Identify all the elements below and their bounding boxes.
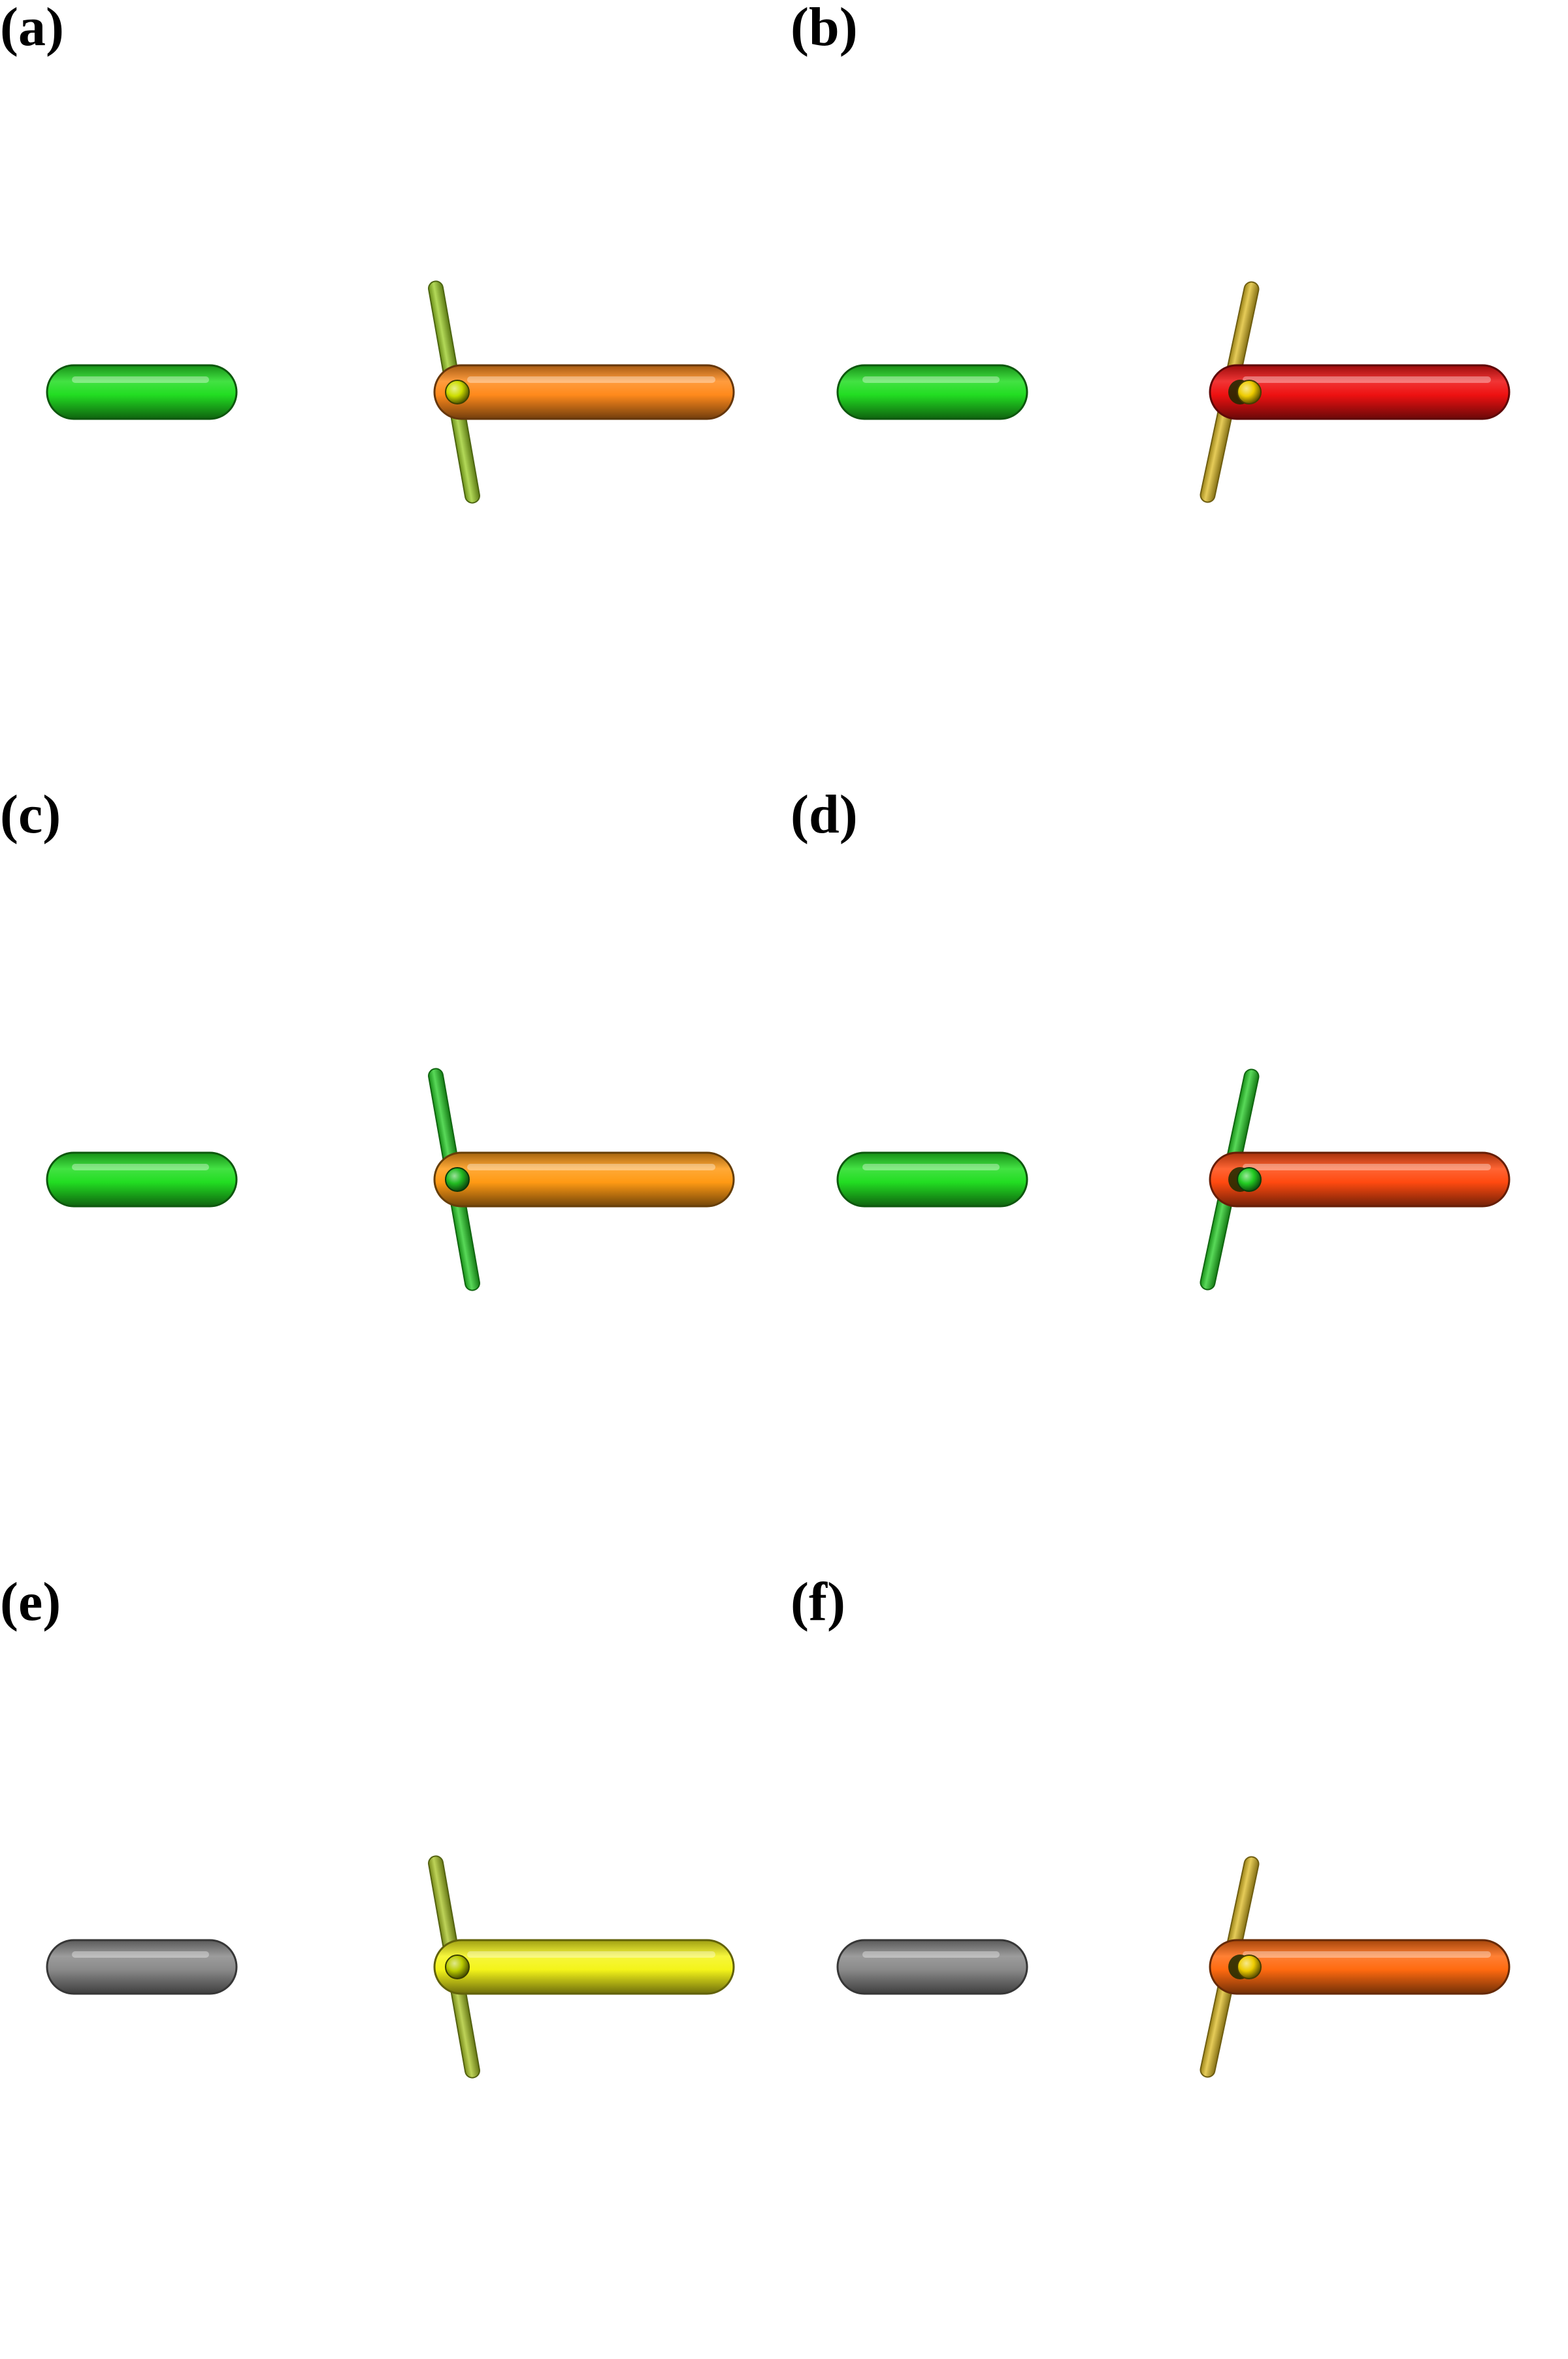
rod-model — [836, 281, 1511, 503]
panel-label: (e) — [0, 1572, 61, 1632]
main-rod — [1209, 1151, 1511, 1208]
end-ball — [1237, 1955, 1262, 1979]
rod-model — [836, 1068, 1511, 1291]
main-rod — [433, 364, 735, 420]
rod-model — [836, 1856, 1511, 2078]
left-rod — [836, 1939, 1028, 1995]
rod-model — [46, 280, 735, 504]
left-rod — [46, 1939, 238, 1995]
left-rod — [46, 364, 238, 420]
main-rod — [1209, 364, 1511, 420]
panel-label: (c) — [0, 784, 61, 845]
panel-label: (d) — [791, 784, 858, 845]
end-ball — [445, 1955, 470, 1979]
main-rod — [433, 1151, 735, 1208]
panel-e: (e) — [0, 1575, 784, 2359]
panel-d: (d) — [791, 787, 1568, 1572]
panel-c: (c) — [0, 787, 784, 1572]
main-rod — [1209, 1939, 1511, 1995]
left-rod — [46, 1151, 238, 1208]
panel-b: (b) — [791, 0, 1568, 784]
main-rod — [433, 1939, 735, 1995]
panel-label: (f) — [791, 1572, 845, 1632]
panel-label: (b) — [791, 0, 858, 58]
left-rod — [836, 1151, 1028, 1208]
rod-model — [46, 1068, 735, 1291]
end-ball — [1237, 1167, 1262, 1192]
end-ball — [1237, 380, 1262, 404]
panel-a: (a) — [0, 0, 784, 784]
left-rod — [836, 364, 1028, 420]
rod-model — [46, 1855, 735, 2079]
panel-label: (a) — [0, 0, 64, 58]
panel-f: (f) — [791, 1575, 1568, 2359]
end-ball — [445, 1167, 470, 1192]
end-ball — [445, 380, 470, 404]
